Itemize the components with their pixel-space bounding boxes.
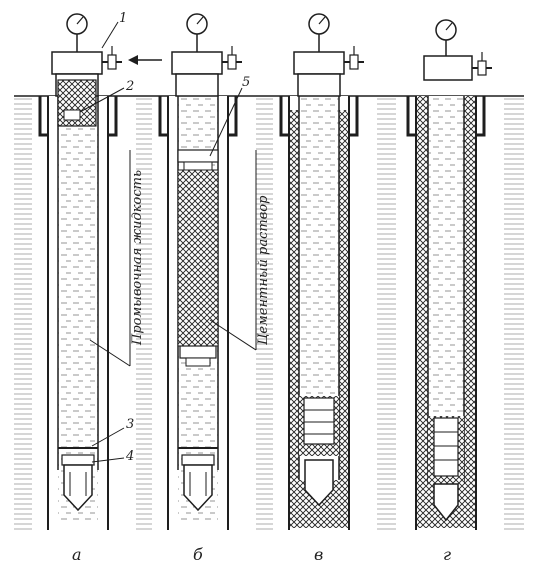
- panel-b-well: [158, 34, 238, 530]
- valve-icon: [472, 52, 492, 76]
- valve-icon: [102, 46, 122, 70]
- panel-g-well: [406, 40, 486, 530]
- arrow-left-icon: [128, 55, 162, 65]
- panel-label-v: в: [314, 545, 323, 564]
- panel-a-well: [38, 34, 118, 530]
- panel-v-well: [279, 34, 359, 530]
- callout-5: 5: [242, 75, 250, 90]
- pressure-gauge-icon: [66, 13, 88, 35]
- panel-label-g: г: [443, 545, 451, 564]
- pressure-gauge-icon: [435, 19, 457, 41]
- callout-3: 3: [126, 417, 134, 432]
- pressure-gauge-icon: [186, 13, 208, 35]
- callout-4: 4: [125, 449, 134, 464]
- panel-label-a: а: [72, 545, 82, 564]
- callout-leaders: [79, 21, 257, 463]
- callout-2: 2: [125, 79, 134, 94]
- valve-icon: [222, 46, 242, 70]
- flushing-fluid-label: Промывочная жидкость: [130, 170, 145, 346]
- panel-labels: а б в г: [72, 545, 451, 564]
- panel-label-b: б: [193, 545, 203, 564]
- pressure-gauge-icon: [308, 13, 330, 35]
- cement-slurry-label: Цементный раствор: [256, 195, 271, 345]
- callout-labels: 1 2 3 4 5: [119, 11, 250, 464]
- callout-1: 1: [119, 11, 127, 26]
- valve-icon: [344, 46, 364, 70]
